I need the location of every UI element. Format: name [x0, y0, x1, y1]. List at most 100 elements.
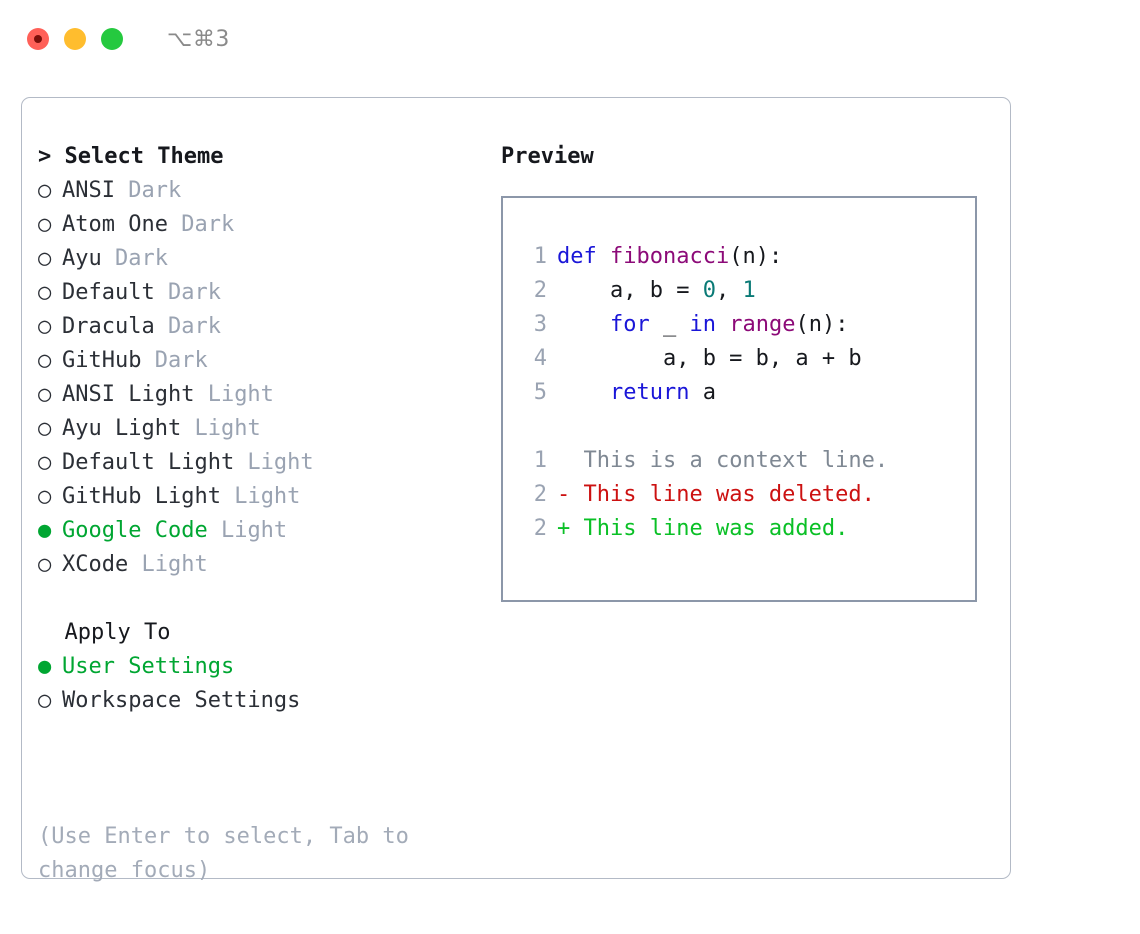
code-token-kw: def — [557, 244, 597, 269]
code-token-pln: (n): — [729, 244, 783, 269]
theme-option-dracula[interactable]: ○ Dracula Dark — [38, 310, 488, 344]
code-line-number: 5 — [533, 380, 547, 405]
theme-option-ayu[interactable]: ○Ayu Dark — [38, 242, 488, 276]
theme-option-label: Atom One — [62, 212, 168, 237]
section-spacer — [38, 582, 488, 616]
theme-option-label: Google Code — [62, 518, 208, 543]
radio-unselected-icon: ○ — [38, 246, 52, 271]
traffic-light-group — [27, 28, 123, 50]
theme-option-ansi-light[interactable]: ○ANSI Light Light — [38, 378, 488, 412]
theme-option-category: Dark — [141, 348, 208, 373]
radio-unselected-icon: ○ — [38, 382, 52, 407]
radio-unselected-icon: ○ — [38, 178, 52, 203]
theme-option-label: Ayu Light — [62, 416, 182, 441]
theme-option-category: Dark — [154, 280, 221, 305]
code-token-kw: for — [609, 312, 650, 337]
theme-option-category: Light — [220, 484, 301, 509]
theme-option-default-light[interactable]: ○ Default Light Light — [38, 446, 488, 480]
radio-unselected-icon: ○ — [38, 280, 52, 305]
radio-unselected-icon: ○ — [38, 348, 52, 373]
theme-option-category: Dark — [114, 178, 182, 203]
theme-option-label: Dracula — [62, 314, 155, 339]
diff-line-number: 1 — [533, 448, 547, 473]
code-line-number: 4 — [533, 346, 547, 371]
theme-option-label: ANSI — [62, 178, 115, 203]
code-line-number: 3 — [533, 312, 547, 337]
code-line-number: 2 — [533, 278, 547, 303]
code-token-num: 0 — [702, 278, 716, 303]
theme-option-github[interactable]: ○ GitHub Dark — [38, 344, 488, 378]
preview-title: Preview — [501, 144, 594, 169]
apply-to-header-label: Apply To — [64, 620, 171, 645]
theme-option-atom-one[interactable]: ○Atom One Dark — [38, 208, 488, 242]
code-token-kw: in — [689, 312, 716, 337]
theme-picker-column: > Select Theme ○ANSI Dark○Atom One Dark○… — [38, 140, 488, 718]
theme-option-github-light[interactable]: ○ GitHub Light Light — [38, 480, 488, 514]
theme-option-ayu-light[interactable]: ○Ayu Light Light — [38, 412, 488, 446]
radio-selected-icon: ● — [38, 518, 52, 543]
title-bar: ⌥⌘3 — [0, 0, 1140, 78]
code-token-pln — [557, 380, 610, 405]
radio-unselected-icon: ○ — [38, 212, 52, 237]
code-token-pln: a — [689, 380, 716, 405]
diff-line-add: 2 + This line was added. — [519, 512, 975, 546]
keyboard-hint-text: (Use Enter to select, Tab to change focu… — [38, 824, 423, 883]
code-token-pln — [597, 244, 610, 269]
diff-line-text: This line was added. — [570, 516, 849, 541]
theme-option-label: Default Light — [62, 450, 235, 475]
radio-unselected-icon: ○ — [38, 450, 52, 475]
code-token-kw: return — [609, 380, 690, 405]
diff-line-del: 2- This line was deleted. — [519, 478, 975, 512]
diff-line-text: This is a context line. — [570, 448, 889, 473]
code-token-pln: a, b = b, a + b — [557, 346, 862, 371]
theme-option-ansi[interactable]: ○ ANSI Dark — [38, 174, 488, 208]
theme-option-category: Light — [128, 552, 208, 577]
maximize-window-icon[interactable] — [101, 28, 123, 50]
theme-option-list: ○ANSI Dark○Atom One Dark○Ayu Dark○Defaul… — [38, 174, 488, 582]
code-line: 1 def fibonacci(n): — [519, 240, 975, 274]
theme-option-category: Light — [194, 382, 274, 407]
radio-unselected-icon: ○ — [38, 314, 52, 339]
code-token-pln: a, b = — [557, 278, 703, 303]
diff-line-number: 2 — [533, 516, 547, 541]
theme-option-category: Light — [234, 450, 314, 475]
theme-option-label: GitHub — [62, 348, 142, 373]
theme-option-default[interactable]: ○Default Dark — [38, 276, 488, 310]
code-token-fn: fibonacci — [610, 244, 730, 269]
theme-option-xcode[interactable]: ○XCode Light — [38, 548, 488, 582]
code-token-pln: _ — [649, 312, 690, 337]
apply-to-option-workspace-settings[interactable]: ○ Workspace Settings — [38, 684, 488, 718]
minimize-window-icon[interactable] — [64, 28, 86, 50]
diff-marker-del: - — [557, 482, 571, 507]
code-line: 2 a, b = 0, 1 — [519, 274, 975, 308]
theme-picker-header-label: Select Theme — [64, 144, 224, 169]
code-token-pln: (n): — [795, 312, 849, 337]
code-line: 3 for _ in range(n): — [519, 308, 975, 342]
radio-unselected-icon: ○ — [38, 688, 52, 713]
apply-to-option-label: User Settings — [62, 654, 235, 679]
keyboard-shortcut-label: ⌥⌘3 — [167, 26, 230, 52]
theme-option-label: GitHub Light — [62, 484, 221, 509]
theme-option-category: Dark — [154, 314, 221, 339]
radio-selected-icon: ● — [38, 654, 52, 679]
theme-option-label: Ayu — [62, 246, 102, 271]
theme-option-category: Light — [207, 518, 288, 543]
apply-to-option-label: Workspace Settings — [62, 688, 301, 713]
diff-marker-add: + — [557, 516, 571, 541]
radio-unselected-icon: ○ — [38, 484, 52, 509]
theme-option-google-code[interactable]: ● Google Code Light — [38, 514, 488, 548]
code-token-fn: range — [729, 312, 796, 337]
code-line: 4 a, b = b, a + b — [519, 342, 975, 376]
diff-line-number: 2 — [533, 482, 547, 507]
apply-to-option-user-settings[interactable]: ● User Settings — [38, 650, 488, 684]
theme-option-category: Light — [181, 416, 261, 441]
code-token-pln: , — [715, 278, 743, 303]
close-window-icon[interactable] — [27, 28, 49, 50]
apply-to-option-list: ● User Settings ○ Workspace Settings — [38, 650, 488, 718]
code-line-number: 1 — [533, 244, 547, 269]
prompt-caret-icon: > — [38, 144, 65, 169]
